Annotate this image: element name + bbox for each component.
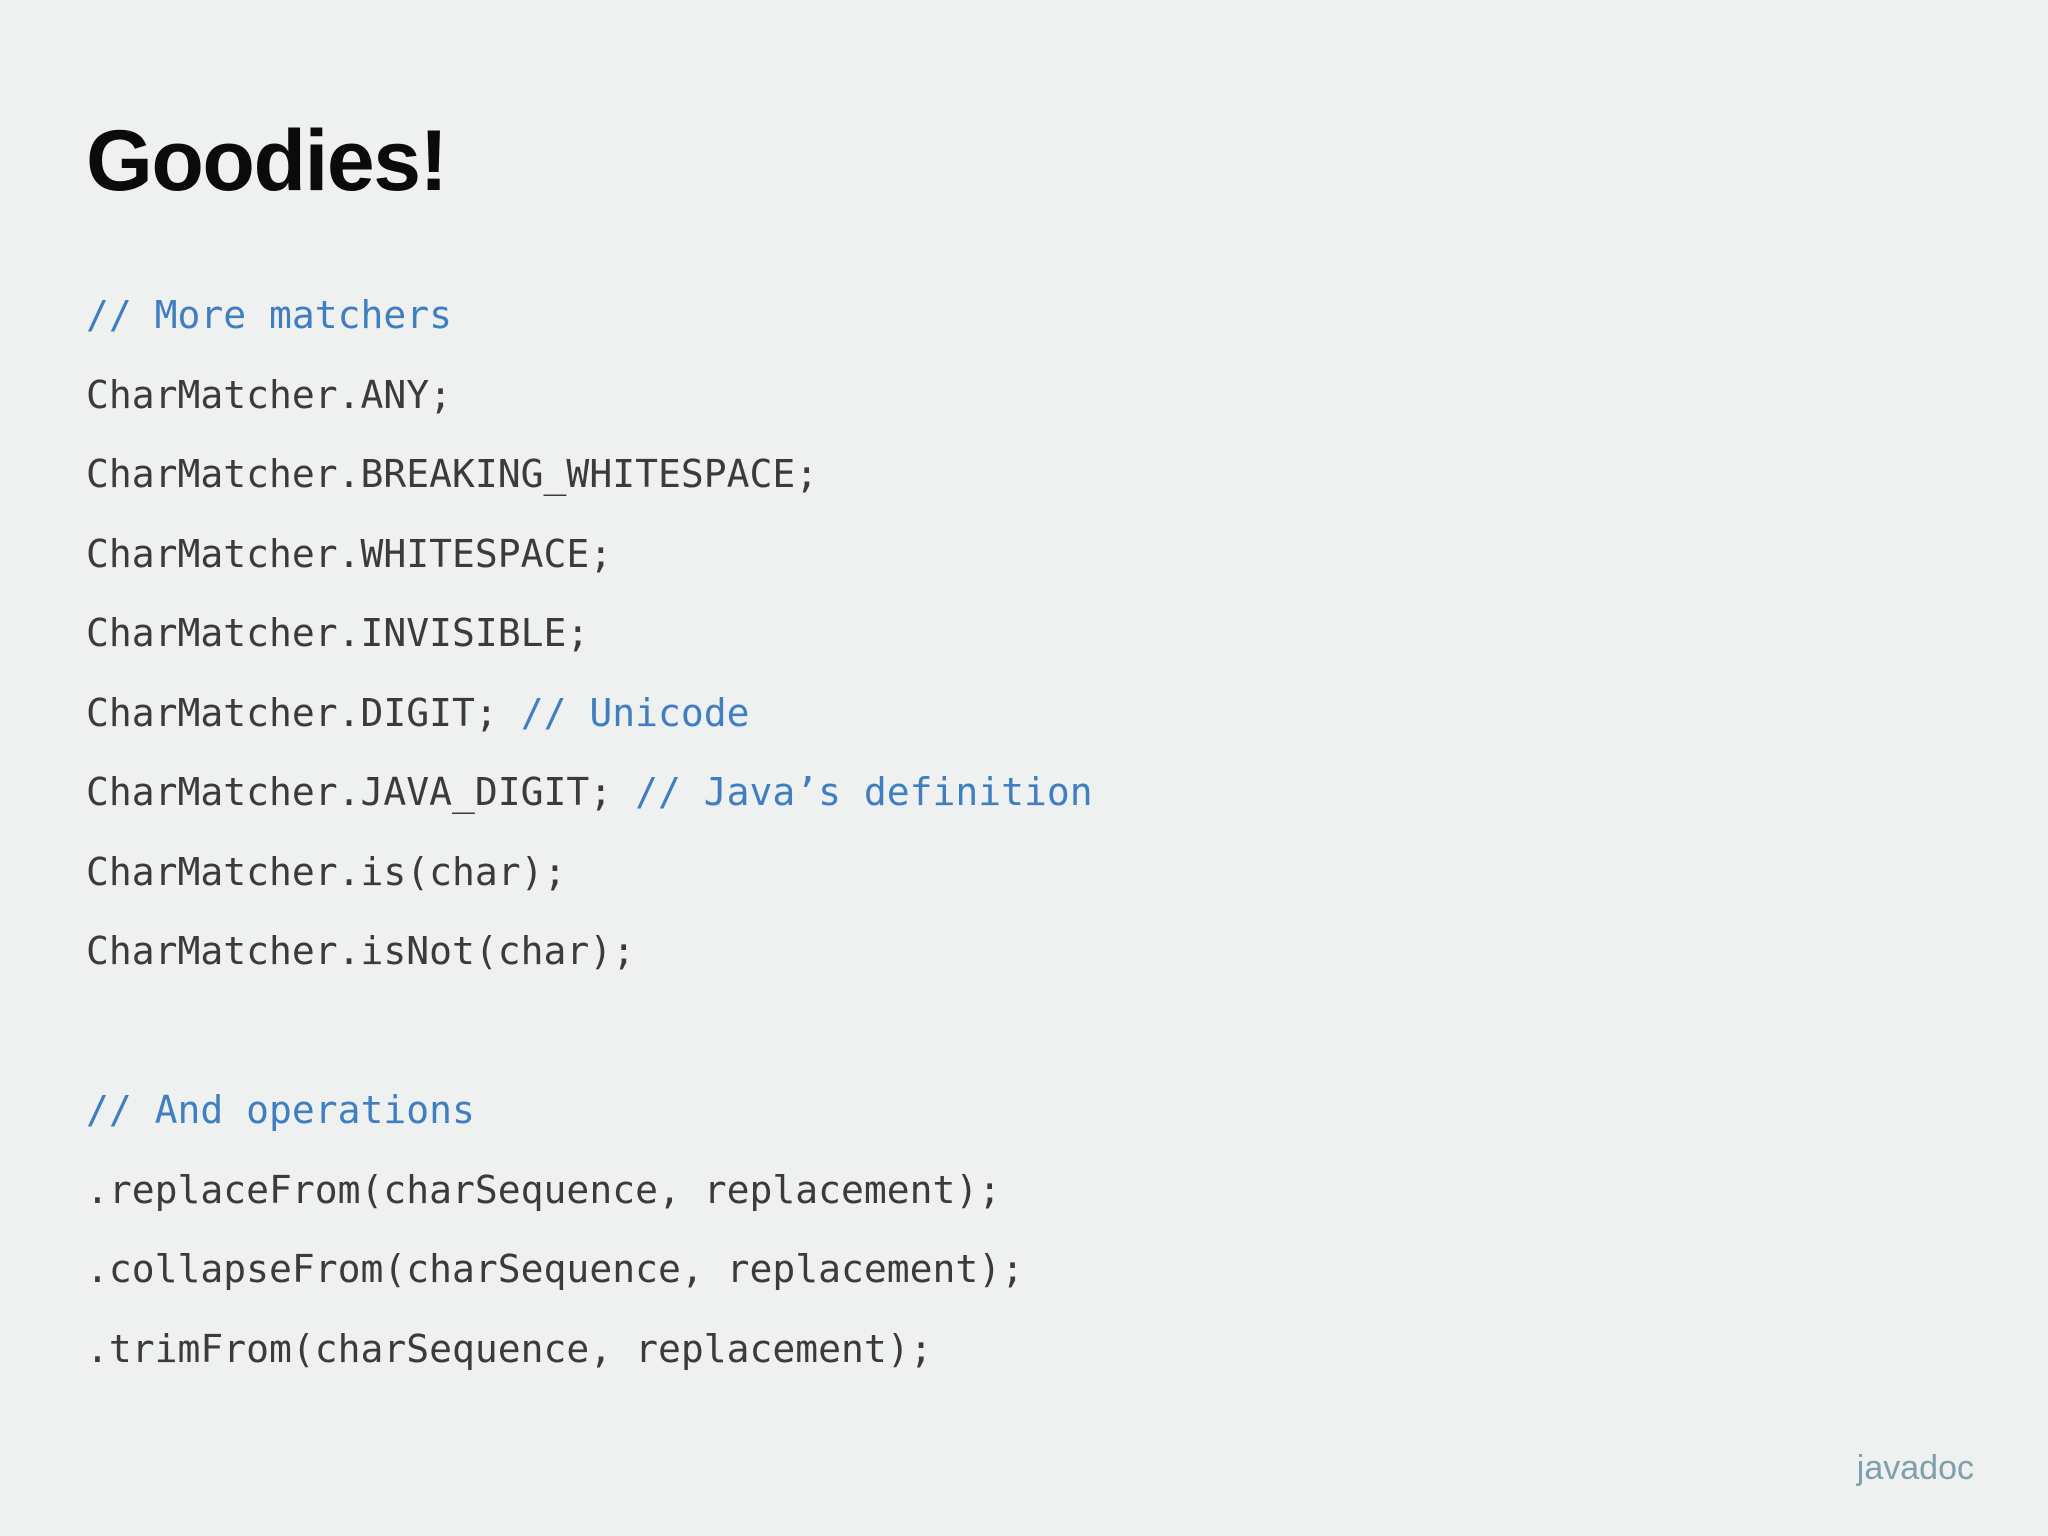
javadoc-link[interactable]: javadoc: [1856, 1449, 1974, 1487]
code-token: CharMatcher.isNot(char);: [86, 929, 636, 973]
code-line: .replaceFrom(charSequence, replacement);: [86, 1151, 1936, 1231]
code-token: CharMatcher.WHITESPACE;: [86, 531, 613, 576]
code-line: // More matchers: [86, 276, 1936, 356]
code-line: CharMatcher.ANY;: [86, 356, 1936, 436]
code-line: CharMatcher.JAVA_DIGIT; // Java’s defini…: [86, 753, 1936, 833]
comment-token: // Java’s definition: [635, 770, 1093, 814]
code-line: CharMatcher.INVISIBLE;: [86, 594, 1936, 674]
code-line: [86, 992, 1936, 1072]
code-line: .collapseFrom(charSequence, replacement)…: [86, 1230, 1936, 1310]
code-token: CharMatcher.DIGIT;: [86, 690, 521, 735]
code-line: .trimFrom(charSequence, replacement);: [86, 1310, 1936, 1390]
comment-token: // And operations: [86, 1088, 475, 1132]
code-line: // And operations: [86, 1071, 1936, 1151]
comment-token: // More matchers: [86, 293, 453, 337]
code-token: CharMatcher.INVISIBLE;: [86, 611, 590, 655]
page-title: Goodies!: [86, 112, 448, 209]
comment-token: // Unicode: [520, 690, 750, 735]
code-token: .replaceFrom(charSequence, replacement);: [86, 1167, 1002, 1212]
code-token: CharMatcher.BREAKING_WHITESPACE;: [86, 452, 819, 496]
code-token: [86, 1009, 109, 1053]
code-line: CharMatcher.DIGIT; // Unicode: [86, 674, 1936, 754]
code-token: .collapseFrom(charSequence, replacement)…: [86, 1247, 1024, 1291]
code-line: CharMatcher.is(char);: [86, 833, 1936, 913]
code-line: CharMatcher.isNot(char);: [86, 912, 1936, 992]
code-token: .trimFrom(charSequence, replacement);: [86, 1326, 933, 1371]
code-token: CharMatcher.ANY;: [86, 372, 453, 417]
code-line: CharMatcher.WHITESPACE;: [86, 515, 1936, 595]
code-line: CharMatcher.BREAKING_WHITESPACE;: [86, 435, 1936, 515]
code-token: CharMatcher.is(char);: [86, 849, 567, 894]
code-token: CharMatcher.JAVA_DIGIT;: [86, 770, 636, 814]
